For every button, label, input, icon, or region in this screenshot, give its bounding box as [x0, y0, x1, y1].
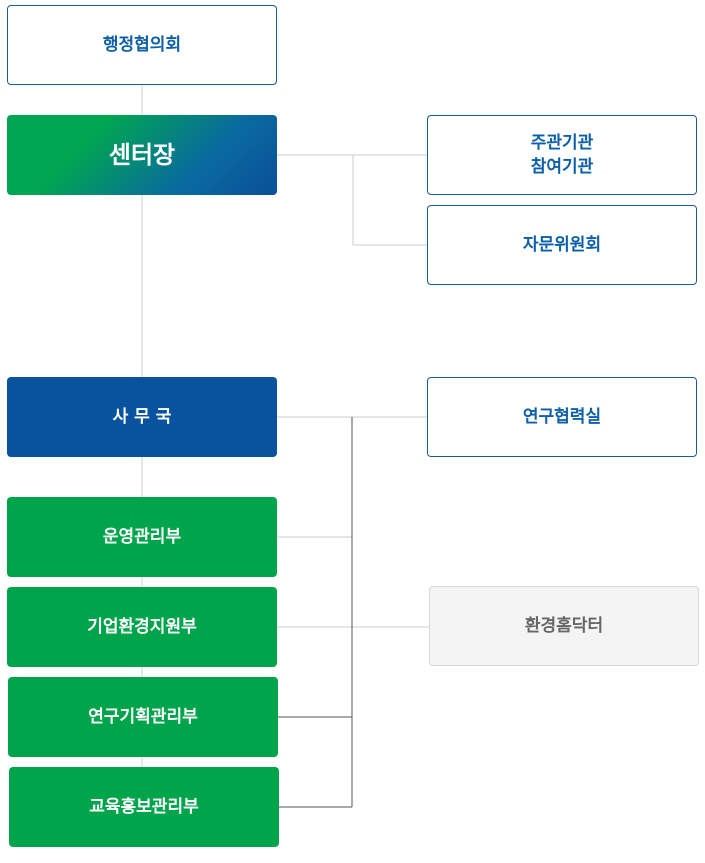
advisory-committee-box: 자문위원회 [427, 205, 697, 285]
participating-institution-label: 참여기관 [530, 157, 594, 177]
corporate-support-dept-box: 기업환경지원부 [7, 587, 277, 667]
corporate-support-dept-label: 기업환경지원부 [87, 617, 197, 637]
advisory-committee-label: 자문위원회 [522, 235, 602, 255]
operations-dept-label: 운영관리부 [102, 527, 182, 547]
director-box: 센터장 [7, 115, 277, 195]
education-pr-dept-box: 교육홍보관리부 [9, 767, 279, 847]
host-institution-label: 주관기관 [530, 133, 594, 153]
secretariat-box: 사 무 국 [7, 377, 277, 457]
admin-council-box: 행정협의회 [7, 5, 277, 85]
operations-dept-box: 운영관리부 [7, 497, 277, 577]
director-label: 센터장 [108, 141, 176, 169]
education-pr-dept-label: 교육홍보관리부 [89, 797, 199, 817]
host-institutions-box: 주관기관 참여기관 [427, 115, 697, 195]
admin-council-label: 행정협의회 [102, 35, 182, 55]
env-doctor-label: 환경홈닥터 [524, 616, 604, 636]
research-planning-dept-label: 연구기획관리부 [88, 707, 198, 727]
research-cooperation-label: 연구협력실 [522, 407, 602, 427]
research-cooperation-box: 연구협력실 [427, 377, 697, 457]
research-planning-dept-box: 연구기획관리부 [8, 677, 278, 757]
env-doctor-box: 환경홈닥터 [429, 586, 699, 666]
secretariat-label: 사 무 국 [112, 407, 172, 427]
